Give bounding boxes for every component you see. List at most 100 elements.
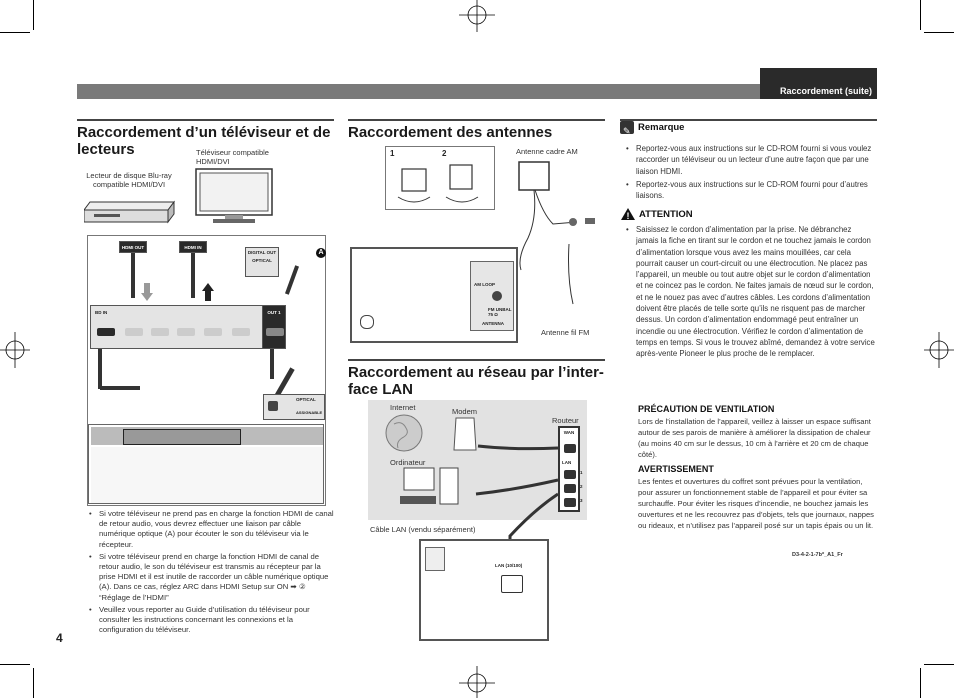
hdmi-out-panel: HDMI OUT	[119, 241, 147, 253]
avertissement-text: Les fentes et ouvertures du coffret sont…	[638, 477, 874, 530]
small-port-block	[425, 547, 445, 571]
document-code: D3-4-2-1-7b*_A1_Fr	[792, 552, 843, 558]
avertissement-title: AVERTISSEMENT	[638, 464, 714, 474]
ground-screw	[360, 315, 374, 329]
optical-port	[268, 401, 278, 411]
hdmi-port	[204, 328, 222, 336]
ethernet-port	[564, 498, 576, 507]
hdmi-cable-5	[100, 386, 140, 390]
router-lan-label: LAN	[562, 460, 572, 465]
out1-panel: OUT 1	[262, 305, 286, 349]
ethernet-port	[564, 484, 576, 493]
antenna-steps-box: 1 2	[385, 146, 495, 210]
hdmi-in-label: HDMI IN	[184, 245, 202, 250]
computer-icon	[400, 467, 459, 505]
hdmi-in-panel: HDMI IN	[179, 241, 207, 253]
receiver-rear-panel	[88, 424, 324, 504]
warning-triangle-icon: !	[621, 208, 635, 221]
registration-mark	[459, 0, 495, 32]
router-port-number: 3	[580, 498, 583, 503]
tv-notes: Si votre téléviseur ne prend pas en char…	[87, 509, 337, 637]
lan-port-label: LAN (10/100)	[495, 563, 523, 568]
modem-icon	[453, 417, 477, 451]
assignable-label: ASSIGNABLE	[296, 410, 323, 415]
attention-text: Saisissez le cordon d’alimentation par l…	[626, 224, 876, 360]
registration-mark	[0, 332, 30, 368]
lan-receiver-panel: LAN (10/100)	[419, 539, 549, 641]
remarque-item: Reportez-vous aux instructions sur le CD…	[626, 143, 876, 177]
hdmi-port	[232, 328, 250, 336]
step-1: 1	[390, 149, 395, 158]
bluray-player-icon	[84, 200, 175, 224]
registration-mark	[924, 332, 954, 368]
lan-cable-label: Câble LAN (vendu séparément)	[370, 525, 476, 534]
antenna-receiver-panel: AM LOOP FM UNBAL 75 Ω ANTENNA	[350, 247, 518, 343]
fm-unbal-label: FM UNBAL 75 Ω	[488, 307, 512, 317]
hdmi-cable-3	[98, 349, 102, 389]
out1-label: OUT 1	[267, 310, 281, 315]
antenna-label: ANTENNA	[482, 321, 504, 326]
lan-cables	[475, 444, 559, 558]
tv-note-item: Si votre téléviseur ne prend pas en char…	[89, 509, 337, 550]
section-title-lan: Raccordement au réseau par l’inter-face …	[348, 364, 604, 398]
tv-label: Téléviseur compatible HDMI/DVI	[196, 148, 269, 166]
optical-label: OPTICAL	[252, 258, 272, 263]
router-port-number: 2	[580, 484, 583, 489]
section-rule	[348, 119, 605, 121]
crop-mark	[0, 32, 30, 33]
player-label: Lecteur de disque Blu-ray compatible HDM…	[86, 171, 172, 189]
tv-note-item: Veuillez vous reporter au Guide d’utilis…	[89, 605, 337, 636]
am-loop-label: AM LOOP	[474, 282, 495, 287]
optical-in-label: OPTICAL	[296, 397, 316, 402]
wan-label: WAN	[563, 430, 575, 435]
remarque-rule	[620, 119, 877, 139]
crop-mark	[33, 668, 34, 698]
modem-label: Modem	[452, 407, 478, 416]
attention-list: Saisissez le cordon d’alimentation par l…	[624, 224, 876, 362]
hdmi-cable-4	[270, 349, 274, 379]
remarque-item: Reportez-vous aux instructions sur le CD…	[626, 179, 876, 202]
am-fm-antenna-icon	[518, 161, 595, 305]
fm-jack	[492, 291, 502, 301]
crop-mark	[924, 664, 954, 665]
tv-note-item: Si votre téléviseur prend en charge la f…	[89, 552, 337, 603]
router-panel: WAN LAN 1 2 3	[558, 426, 583, 512]
hdmi-cable-1	[131, 253, 135, 298]
crop-mark	[0, 664, 30, 665]
digital-out-panel: DIGITAL OUT OPTICAL	[245, 247, 279, 277]
am-antenna-assembly-icon	[397, 164, 479, 203]
ventilation-title: PRÉCAUTION DE VENTILATION	[638, 404, 775, 414]
hdmi-port	[266, 328, 284, 336]
registration-mark	[459, 666, 495, 698]
internet-label: Internet	[390, 403, 416, 412]
hdmi-cable-2	[191, 253, 195, 298]
hdmi-port	[151, 328, 169, 336]
router-label: Routeur	[552, 416, 579, 425]
crop-mark	[920, 668, 921, 698]
crop-mark	[920, 0, 921, 30]
hdmi-port	[125, 328, 143, 336]
header-tab: Raccordement (suite)	[760, 68, 877, 99]
svg-text:!: !	[627, 211, 630, 221]
computer-label: Ordinateur	[390, 458, 426, 467]
remarque-title: Remarque	[638, 122, 685, 133]
am-antenna-label: Antenne cadre AM	[516, 147, 578, 156]
remarque-list: Reportez-vous aux instructions sur le CD…	[624, 143, 876, 203]
hdmi-port	[97, 328, 115, 336]
ethernet-port	[564, 444, 576, 453]
digital-out-label: DIGITAL OUT	[247, 250, 277, 255]
up-arrow-icon	[202, 283, 214, 301]
down-arrow-icon	[141, 283, 153, 301]
ethernet-port	[564, 470, 576, 479]
optical-in-panel: OPTICAL ASSIGNABLE	[263, 394, 325, 420]
section-title-tv: Raccordement d’un téléviseur et de lecte…	[77, 124, 331, 158]
crop-mark	[33, 0, 34, 30]
note-pencil-icon: ✎	[620, 121, 634, 136]
globe-icon	[385, 414, 423, 452]
crop-mark	[924, 32, 954, 33]
step-2: 2	[442, 149, 447, 158]
ventilation-text: Lors de l’installation de l’appareil, ve…	[638, 417, 871, 459]
router-port-number: 1	[580, 470, 583, 475]
marker-a-badge: A	[316, 248, 326, 258]
television-icon	[195, 168, 273, 223]
